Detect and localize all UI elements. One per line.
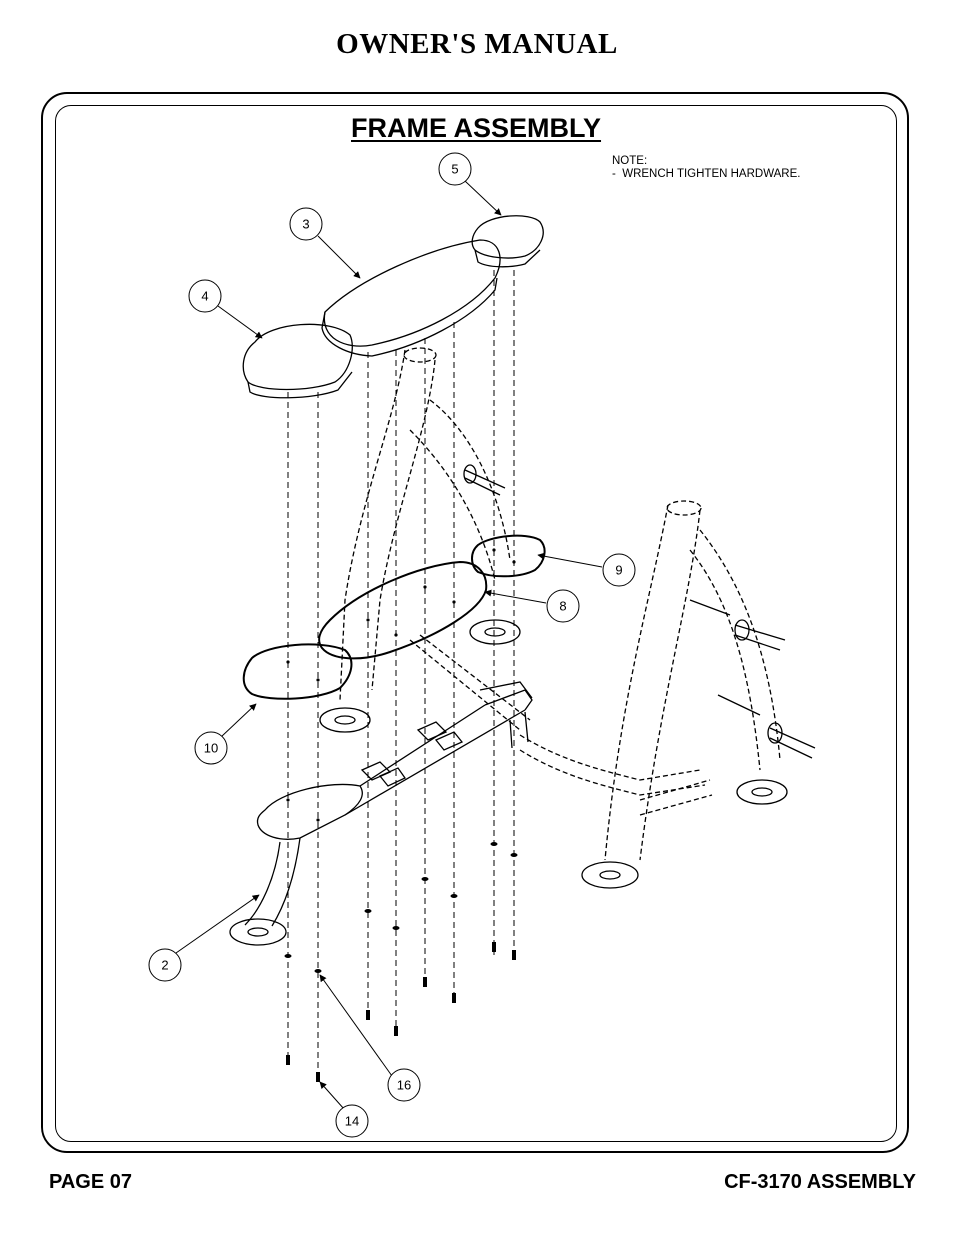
callout-16: 16 xyxy=(397,1078,411,1093)
callout-9: 9 xyxy=(615,563,622,578)
callout-labels: 5 3 4 9 8 10 2 16 14 xyxy=(161,162,622,1129)
callout-2-circle xyxy=(148,948,182,982)
hardware xyxy=(284,548,518,1082)
leader-lines xyxy=(175,180,603,1110)
callout-16-circle xyxy=(387,1068,421,1102)
model-label: CF-3170 ASSEMBLY xyxy=(724,1171,916,1193)
inner-frame xyxy=(55,105,897,1142)
outer-frame xyxy=(41,92,909,1153)
foot-plates xyxy=(229,619,788,946)
pad-10-shape xyxy=(242,643,353,700)
rear-upright xyxy=(339,347,511,701)
right-upright xyxy=(604,500,781,861)
note-line: - WRENCH TIGHTEN HARDWARE. xyxy=(612,168,801,180)
callout-5-circle xyxy=(438,152,472,186)
section-title: FRAME ASSEMBLY xyxy=(351,113,602,143)
cross-members xyxy=(409,634,713,816)
hardware-lines xyxy=(287,270,515,1075)
callout-10-circle xyxy=(194,731,228,765)
callout-9-circle xyxy=(602,553,636,587)
pad-8-shape xyxy=(318,560,488,660)
callout-3: 3 xyxy=(302,217,309,232)
callout-8: 8 xyxy=(559,599,566,614)
callout-2: 2 xyxy=(161,958,168,973)
callout-10: 10 xyxy=(204,741,218,756)
callout-5: 5 xyxy=(451,162,458,177)
callout-4: 4 xyxy=(201,289,208,304)
callout-4-circle xyxy=(188,279,222,313)
pad-5-shape xyxy=(471,215,544,268)
callout-circles xyxy=(148,152,636,1138)
bar-holders xyxy=(463,464,816,759)
assembly-note: NOTE: - WRENCH TIGHTEN HARDWARE. xyxy=(612,155,800,181)
page-number: PAGE 07 xyxy=(49,1171,132,1193)
manual-title: OWNER'S MANUAL xyxy=(336,28,618,60)
main-frame-2 xyxy=(244,681,533,927)
note-heading: NOTE: xyxy=(612,155,648,167)
callout-3-circle xyxy=(289,207,323,241)
callout-14: 14 xyxy=(345,1114,359,1129)
pad-3-shape xyxy=(321,239,501,357)
pad-9-shape xyxy=(471,534,546,578)
callout-14-circle xyxy=(335,1104,369,1138)
pad-4-shape xyxy=(242,323,353,399)
callout-8-circle xyxy=(546,589,580,623)
